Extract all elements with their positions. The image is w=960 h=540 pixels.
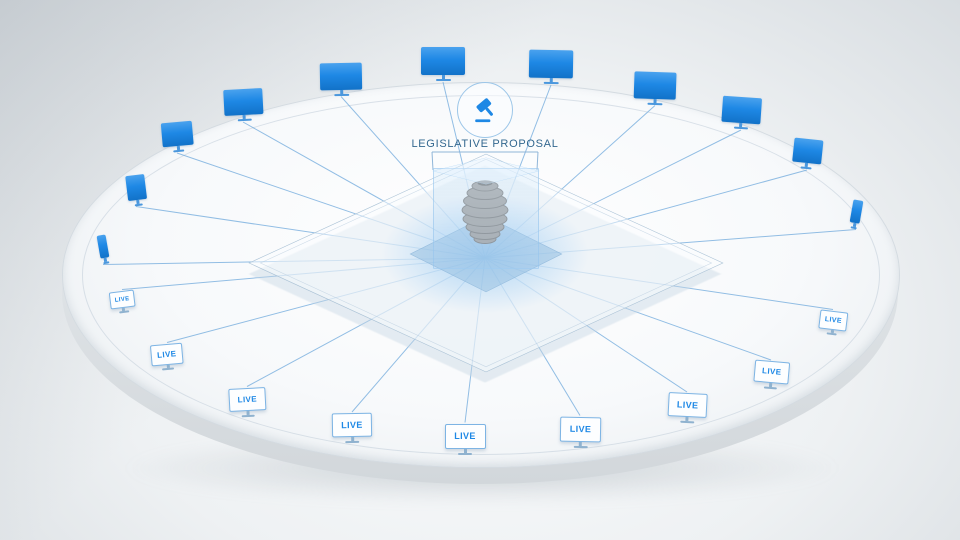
blue-screen	[791, 137, 823, 165]
live-screen: LIVE	[227, 386, 266, 412]
monitor-base	[826, 331, 837, 336]
monitor-base	[333, 93, 349, 96]
live-monitor: LIVE	[818, 308, 849, 336]
broadcast-monitor	[124, 173, 148, 206]
monitor-base	[161, 366, 175, 370]
blue-screen	[528, 49, 574, 79]
legislative-proposal-label: LEGISLATIVE PROPOSAL	[411, 138, 559, 150]
broadcast-monitor	[791, 137, 823, 171]
blue-screen	[720, 95, 762, 125]
broadcast-monitor	[720, 95, 762, 131]
blue-screen	[96, 233, 109, 259]
broadcast-monitor	[222, 88, 264, 122]
live-screen: LIVE	[667, 392, 708, 419]
monitor-base	[172, 149, 184, 153]
proposal-vase-model	[461, 180, 509, 244]
monitor-stand	[652, 98, 657, 103]
live-screen: LIVE	[818, 308, 849, 332]
monitor-base	[543, 81, 559, 85]
live-badge: LIVE	[676, 398, 699, 411]
monitor-base	[732, 126, 748, 130]
live-badge: LIVE	[341, 419, 363, 430]
live-screen: LIVE	[752, 359, 790, 385]
live-monitor: LIVE	[108, 289, 136, 314]
monitor-stand	[578, 441, 582, 446]
live-screen: LIVE	[559, 416, 601, 442]
live-monitor: LIVE	[149, 342, 184, 371]
monitor-base	[850, 225, 857, 229]
monitor-base	[435, 79, 451, 81]
blue-screen	[160, 120, 194, 148]
live-screen: LIVE	[331, 412, 373, 438]
broadcast-monitor	[528, 49, 574, 85]
glass-cube	[433, 168, 539, 269]
monitor-base	[236, 118, 251, 122]
live-badge: LIVE	[454, 430, 476, 441]
monitor-base	[679, 420, 694, 424]
live-monitor: LIVE	[227, 386, 266, 418]
live-screen: LIVE	[149, 342, 184, 366]
broadcast-monitor	[160, 120, 194, 154]
live-badge: LIVE	[236, 393, 257, 404]
blue-screen	[421, 47, 465, 75]
blue-screen	[633, 70, 677, 100]
monitor-base	[572, 445, 587, 448]
broadcast-monitor	[849, 198, 864, 229]
live-badge: LIVE	[113, 295, 130, 303]
live-badge: LIVE	[761, 366, 782, 377]
broadcast-monitor	[633, 70, 677, 105]
blue-screen	[319, 62, 363, 90]
monitor-base	[646, 102, 662, 105]
live-monitor: LIVE	[752, 359, 790, 391]
monitor-base	[763, 386, 777, 390]
live-monitor: LIVE	[667, 392, 708, 424]
live-badge: LIVE	[569, 423, 591, 434]
live-screen: LIVE	[444, 423, 486, 449]
monitor-base	[102, 260, 109, 264]
broadcast-monitor	[421, 47, 465, 81]
monitor-base	[799, 166, 812, 170]
live-badge: LIVE	[824, 315, 843, 325]
gavel-icon	[475, 98, 493, 123]
live-screen: LIVE	[108, 289, 136, 309]
live-badge: LIVE	[156, 348, 177, 359]
blue-screen	[222, 88, 263, 117]
monitor-stand	[463, 448, 467, 453]
broadcast-monitor	[96, 233, 110, 264]
monitor-base	[133, 202, 142, 206]
monitor-base	[345, 440, 360, 444]
live-monitor: LIVE	[331, 412, 373, 444]
broadcast-monitor	[319, 62, 363, 96]
live-monitor: LIVE	[444, 423, 486, 455]
connection-line	[536, 151, 539, 171]
monitor-base	[458, 452, 472, 455]
blue-screen	[124, 173, 147, 201]
monitor-stand	[441, 75, 445, 79]
live-monitor: LIVE	[559, 416, 601, 448]
monitor-base	[118, 309, 129, 314]
monitor-base	[241, 414, 255, 417]
blue-screen	[849, 198, 864, 224]
gavel-badge	[457, 82, 513, 138]
connection-line	[431, 151, 434, 171]
monitor-stand	[339, 89, 343, 94]
